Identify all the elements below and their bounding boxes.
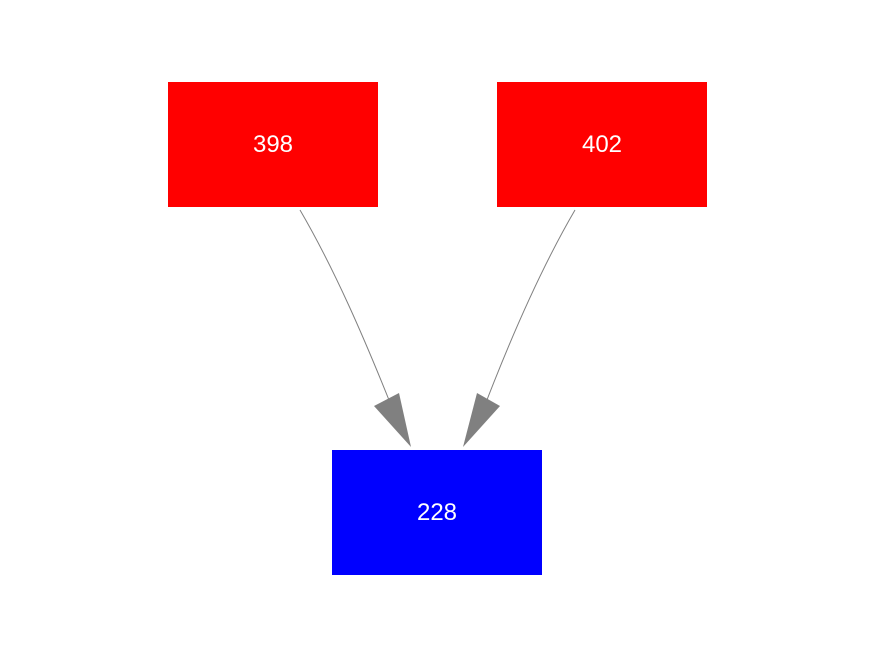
node-label: 398 <box>252 130 294 158</box>
node-228[interactable]: 228 <box>332 450 542 575</box>
edge-line <box>484 209 576 406</box>
edge-402-to-228 <box>463 209 576 447</box>
node-402[interactable]: 402 <box>497 82 707 207</box>
arrowhead-icon <box>374 393 411 447</box>
arrowhead-icon <box>463 393 500 447</box>
node-398[interactable]: 398 <box>168 82 378 207</box>
node-label: 402 <box>581 130 623 158</box>
edge-line <box>299 209 392 406</box>
edge-398-to-228 <box>299 209 411 447</box>
node-label: 228 <box>416 498 458 526</box>
